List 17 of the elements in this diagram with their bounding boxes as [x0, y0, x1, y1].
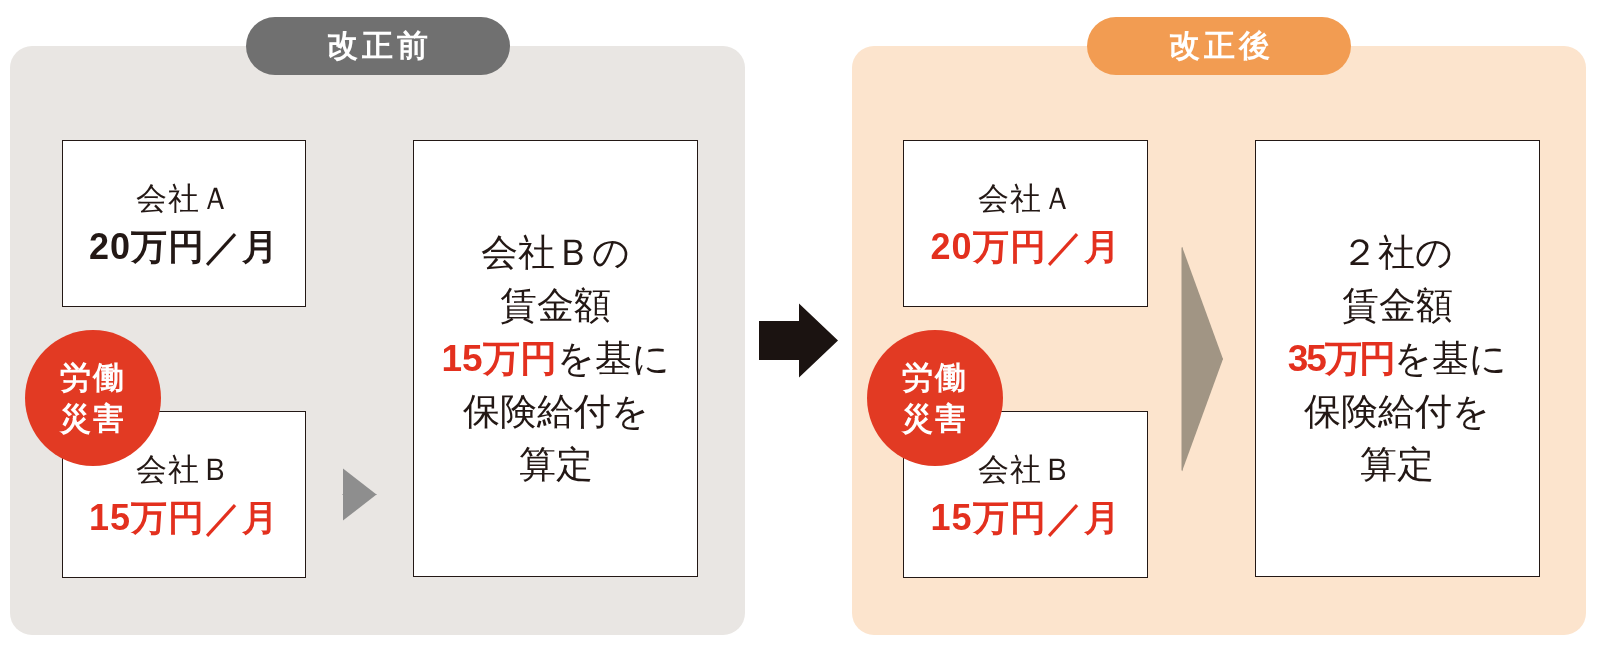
wage-amount: 15万円／月 [88, 495, 279, 540]
result-box [413, 140, 698, 577]
wage-amount: 15万円／月 [930, 495, 1121, 540]
description-text: 会社Ｂの賃金額15万円を基に保険給付を算定 [440, 231, 671, 487]
wage-amount: 20万円／月 [88, 224, 279, 269]
company-box [62, 140, 306, 307]
company-box [903, 140, 1148, 307]
triangle-arrow [1181, 246, 1224, 472]
description-text: ２社の賃金額35万円を基に保険給付を算定 [1287, 231, 1508, 487]
result-box [1255, 140, 1540, 577]
wage-amount: 20万円／月 [930, 224, 1121, 269]
company-name: 会社Ａ [136, 179, 232, 218]
triangle-arrow [342, 468, 377, 521]
heading-badge: 改正前 [245, 17, 510, 75]
block-arrow [759, 303, 838, 378]
company-name: 会社Ａ [977, 179, 1074, 218]
heading-badge: 改正後 [1087, 17, 1351, 75]
